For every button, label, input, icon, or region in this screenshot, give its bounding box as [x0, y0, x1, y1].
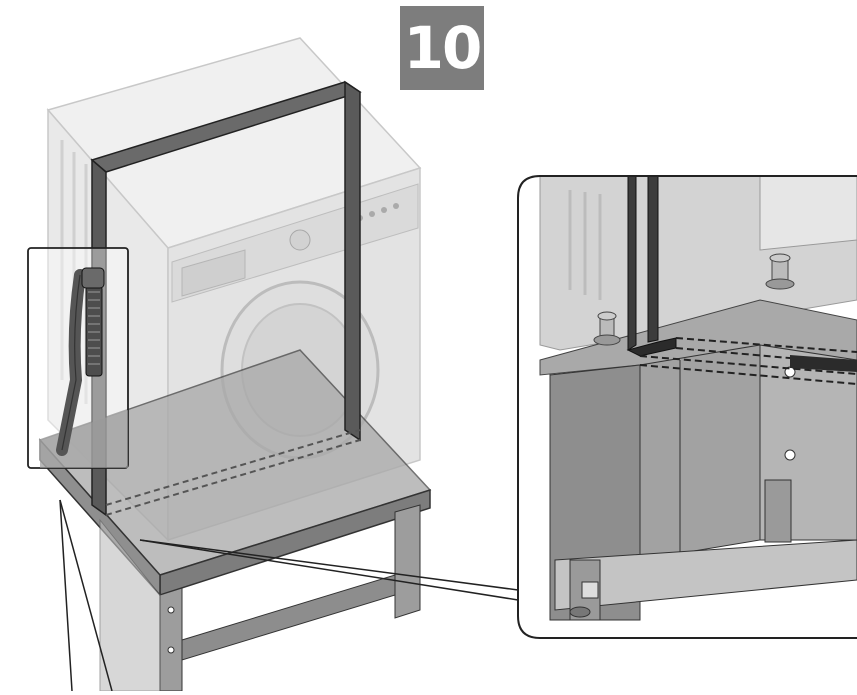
strap-detail-callout: [27, 247, 129, 469]
leader-lines: [59, 499, 519, 692]
pedestal-detail-callout: [517, 175, 857, 639]
step-number-badge: 10: [400, 6, 484, 90]
pedestal: [38, 349, 432, 692]
